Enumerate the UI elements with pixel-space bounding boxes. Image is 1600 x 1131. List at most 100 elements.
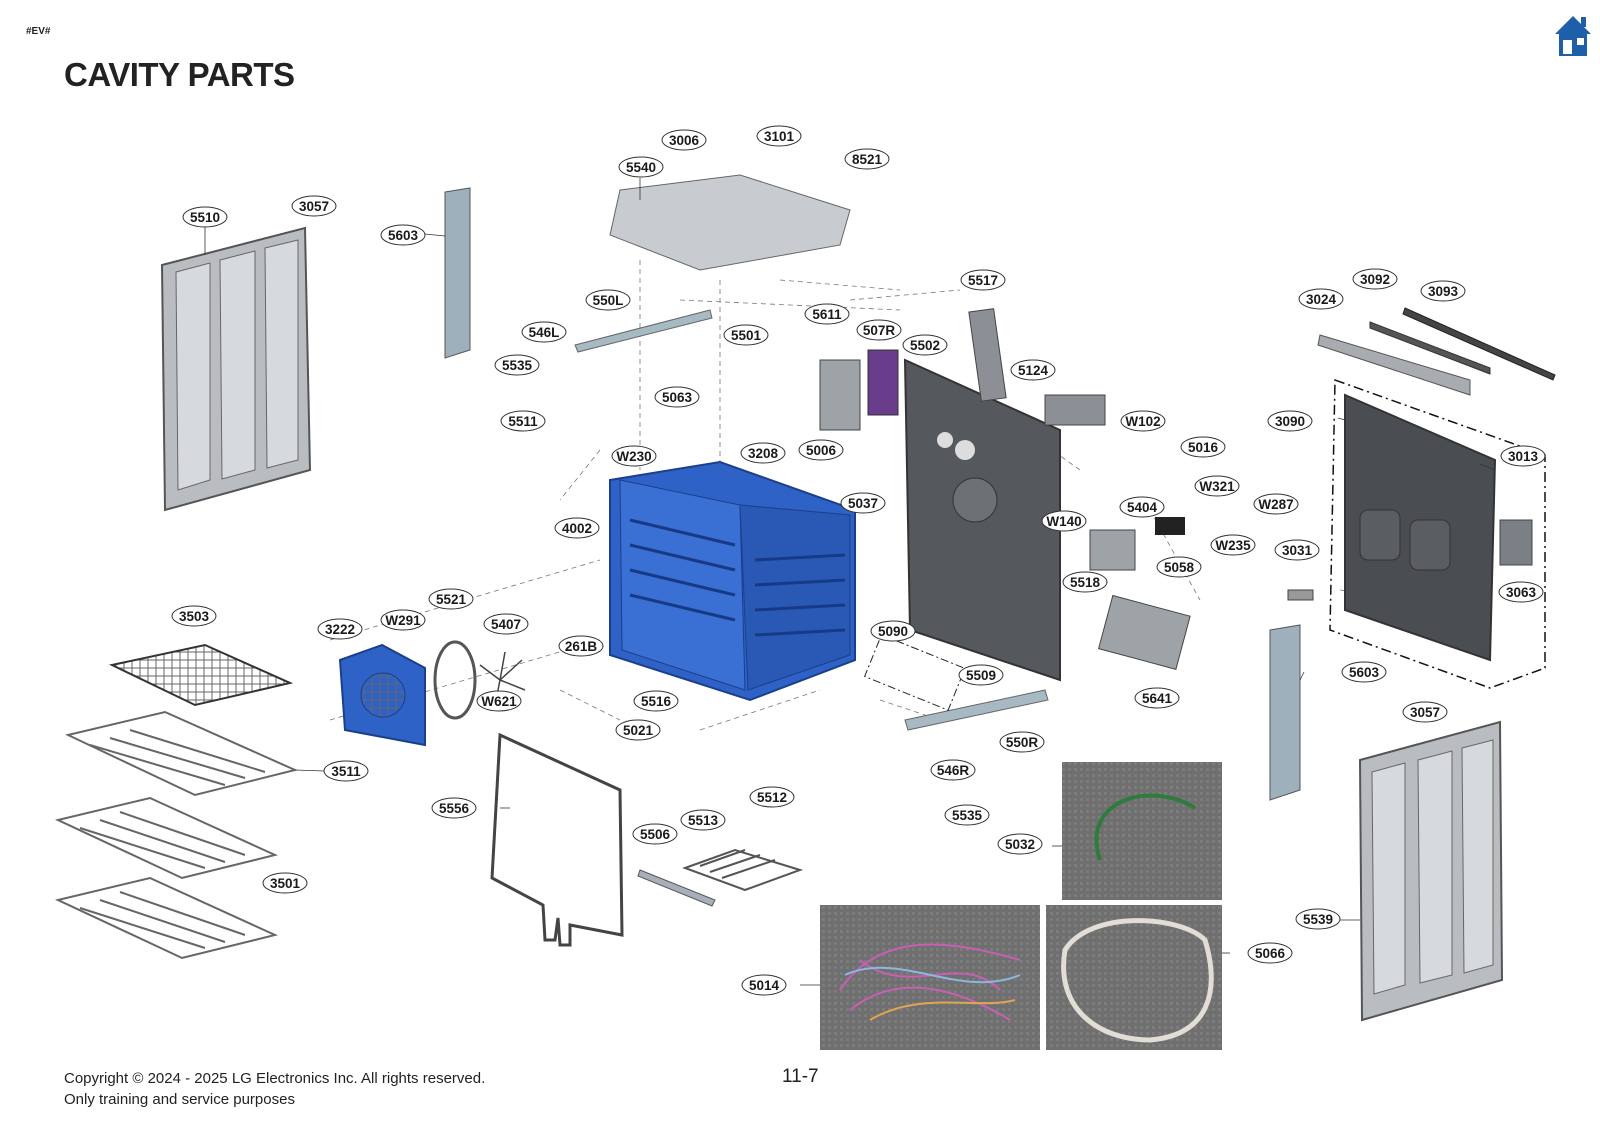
svg-text:W321: W321: [1199, 479, 1235, 494]
part-label: 3092: [1352, 268, 1398, 290]
part-label: 507R: [856, 319, 902, 341]
part-label: 5510: [182, 206, 228, 228]
svg-text:5090: 5090: [878, 624, 908, 639]
part-label: 8521: [844, 148, 890, 170]
svg-text:5511: 5511: [508, 414, 538, 429]
document-tag: #EV#: [26, 26, 51, 37]
svg-text:5124: 5124: [1018, 363, 1049, 378]
svg-text:5014: 5014: [749, 978, 780, 993]
top-trim-bar-3093: [1402, 307, 1556, 381]
svg-text:5058: 5058: [1164, 560, 1195, 575]
part-label: W321: [1194, 475, 1240, 497]
bracket-5518: [1089, 529, 1136, 571]
part-label: 3013: [1500, 445, 1546, 467]
svg-text:3013: 3013: [1508, 449, 1539, 464]
part-label: 3006: [661, 129, 707, 151]
part-label: 5509: [958, 664, 1004, 686]
svg-text:W287: W287: [1258, 497, 1293, 512]
part-label: 5521: [428, 588, 474, 610]
svg-text:5641: 5641: [1142, 691, 1173, 706]
copyright-notice: Copyright © 2024 - 2025 LG Electronics I…: [64, 1068, 485, 1110]
svg-text:5539: 5539: [1303, 912, 1333, 927]
part-label: 5407: [483, 613, 529, 635]
slide-rail-left: [574, 309, 713, 353]
part-label: 3031: [1274, 539, 1320, 561]
bracket-3063: [1499, 519, 1533, 566]
svg-text:5512: 5512: [757, 790, 787, 805]
right-side-panel: [1358, 720, 1504, 1022]
part-label: 550L: [585, 289, 631, 311]
part-label: W140: [1041, 510, 1087, 532]
svg-text:5517: 5517: [968, 273, 998, 288]
vertical-bracket-right: [1269, 624, 1301, 801]
convection-heater-ring: [433, 640, 477, 720]
part-label: 5501: [723, 324, 769, 346]
svg-text:3006: 3006: [669, 133, 700, 148]
svg-text:5556: 5556: [439, 801, 470, 816]
svg-text:546L: 546L: [529, 325, 560, 340]
convection-fan-cover: [338, 643, 426, 747]
svg-text:5006: 5006: [806, 443, 837, 458]
svg-text:3093: 3093: [1428, 284, 1459, 299]
svg-text:5535: 5535: [952, 808, 983, 823]
back-cover-panel: [1329, 378, 1546, 689]
element-bracket-5506: [637, 869, 716, 907]
part-label: 3208: [740, 442, 786, 464]
top-cover-plate: [609, 174, 851, 271]
part-label: 5063: [654, 386, 700, 408]
part-label: 5535: [944, 804, 990, 826]
svg-text:3092: 3092: [1360, 272, 1390, 287]
part-label: 5518: [1062, 571, 1108, 593]
svg-text:5521: 5521: [436, 592, 467, 607]
svg-text:550R: 550R: [1006, 735, 1039, 750]
top-trim-bar-3024: [1317, 334, 1471, 396]
svg-text:W140: W140: [1046, 514, 1081, 529]
page-title: CAVITY PARTS: [64, 56, 295, 93]
svg-text:5066: 5066: [1255, 946, 1286, 961]
svg-text:3090: 3090: [1275, 414, 1305, 429]
part-label: 5506: [632, 823, 678, 845]
part-label: 261B: [558, 635, 604, 657]
svg-text:5404: 5404: [1127, 500, 1158, 515]
part-label: 5539: [1295, 908, 1341, 930]
part-label: 3090: [1267, 410, 1313, 432]
svg-text:5603: 5603: [388, 228, 419, 243]
part-label: W102: [1120, 410, 1166, 432]
svg-text:3208: 3208: [748, 446, 779, 461]
wire-harness-photo-5032: [1062, 762, 1222, 900]
svg-text:5016: 5016: [1188, 440, 1219, 455]
cooling-fan-5124: [1044, 394, 1106, 426]
broil-heating-element: [682, 848, 804, 892]
part-label: 5556: [431, 797, 477, 819]
svg-text:507R: 507R: [863, 323, 896, 338]
part-label: 5603: [380, 224, 426, 246]
page-number: 11-7: [782, 1066, 819, 1087]
part-label: 5512: [749, 786, 795, 808]
svg-text:3063: 3063: [1506, 585, 1537, 600]
home-icon[interactable]: [1553, 12, 1593, 58]
part-label: 3503: [171, 605, 217, 627]
part-label: W291: [380, 609, 426, 631]
part-label: 5502: [902, 334, 948, 356]
svg-text:3222: 3222: [325, 622, 355, 637]
svg-text:8521: 8521: [852, 152, 883, 167]
svg-text:5502: 5502: [910, 338, 940, 353]
part-label: 3093: [1420, 280, 1466, 302]
part-label: 3024: [1298, 288, 1344, 310]
part-label: 4002: [554, 517, 600, 539]
part-label: 3511: [323, 760, 369, 782]
svg-text:261B: 261B: [565, 639, 598, 654]
part-label: 5540: [618, 156, 664, 178]
svg-text:3031: 3031: [1282, 543, 1313, 558]
svg-text:3501: 3501: [270, 876, 301, 891]
part-label: W287: [1253, 493, 1299, 515]
part-label: 5090: [870, 620, 916, 642]
part-label: 5603: [1341, 661, 1387, 683]
part-label: 3057: [1402, 701, 1448, 723]
part-label: 3222: [317, 618, 363, 640]
part-label: 3063: [1498, 581, 1544, 603]
part-label: 3101: [756, 125, 802, 147]
part-label: 546R: [930, 759, 976, 781]
part-label: W235: [1210, 534, 1256, 556]
